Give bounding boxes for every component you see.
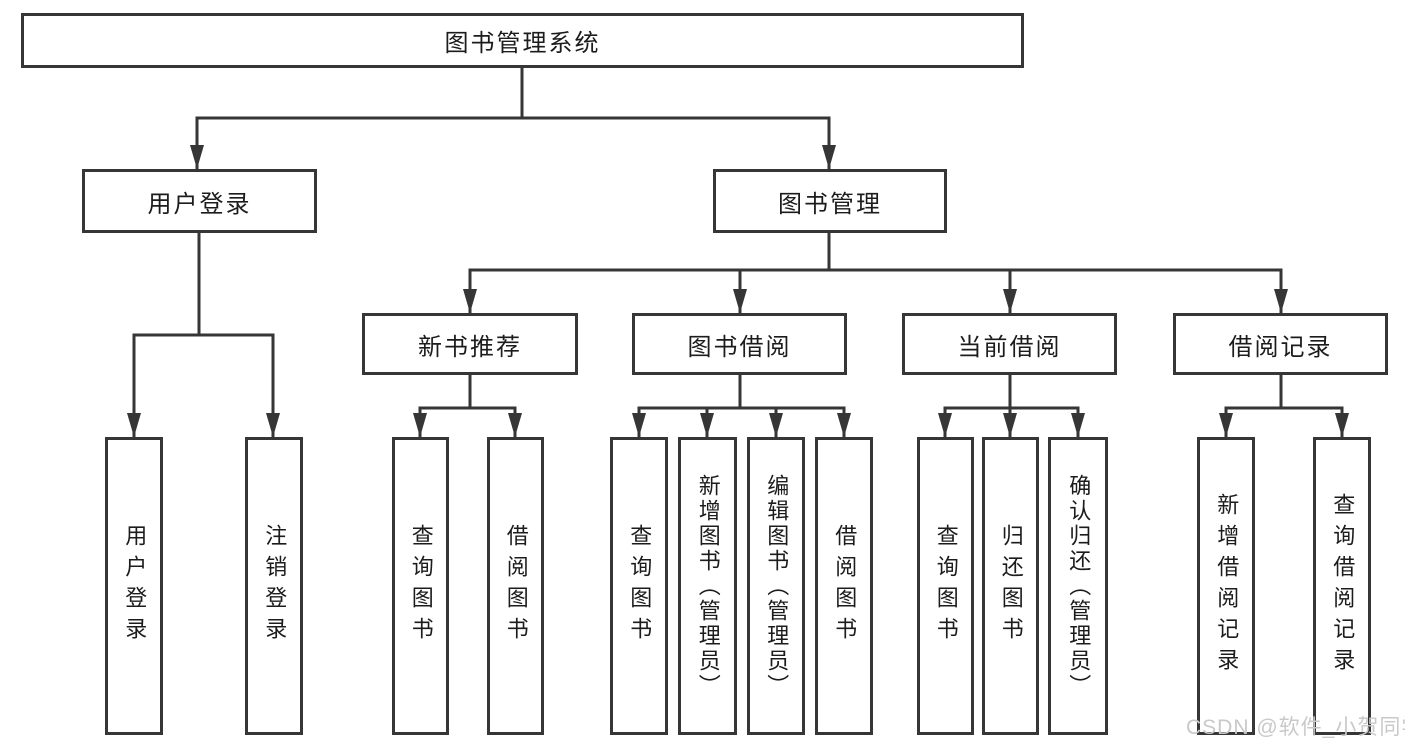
node-book-management-label: 图书管理 <box>778 190 882 218</box>
leaf-label: 新增借阅记录 <box>1214 493 1240 679</box>
leaf-add-borrow-record: 新增借阅记录 <box>1197 437 1255 735</box>
leaf-label: 查询借阅记录 <box>1330 493 1356 679</box>
leaf-logout: 注销登录 <box>245 437 303 735</box>
leaf-borrow-books-borrowing: 借阅图书 <box>815 437 873 735</box>
leaf-query-books-recommend: 查询图书 <box>392 437 449 735</box>
leaf-query-books-current: 查询图书 <box>917 437 974 735</box>
node-user-login: 用户登录 <box>82 169 317 233</box>
node-borrowing-records: 借阅记录 <box>1173 313 1388 375</box>
leaf-label: 查询图书 <box>933 524 959 648</box>
leaf-label: 查询图书 <box>627 524 653 648</box>
leaf-label: 编辑图书（管理员） <box>764 473 790 699</box>
leaf-query-borrow-record: 查询借阅记录 <box>1313 437 1371 735</box>
node-new-book-recommend: 新书推荐 <box>362 313 578 375</box>
watermark: CSDN @软件_小贺同学 <box>1186 716 1405 739</box>
node-current-borrowing-label: 当前借阅 <box>957 333 1062 361</box>
leaf-confirm-return-admin: 确认归还（管理员） <box>1048 437 1108 735</box>
node-borrowing-records-label: 借阅记录 <box>1228 333 1333 361</box>
leaf-label: 确认归还（管理员） <box>1066 473 1092 699</box>
leaf-label: 借阅图书 <box>832 524 858 648</box>
leaf-query-books-borrowing: 查询图书 <box>610 437 668 735</box>
node-user-login-label: 用户登录 <box>147 190 252 218</box>
node-book-borrowing: 图书借阅 <box>632 313 847 375</box>
leaf-label: 归还图书 <box>998 524 1024 648</box>
leaf-user-login: 用户登录 <box>105 437 163 735</box>
leaf-label: 查询图书 <box>408 524 434 648</box>
leaf-return-books: 归还图书 <box>982 437 1039 735</box>
leaf-add-books-admin: 新增图书（管理员） <box>678 437 737 735</box>
node-current-borrowing: 当前借阅 <box>902 313 1117 375</box>
leaf-label: 用户登录 <box>122 524 148 648</box>
node-book-borrowing-label: 图书借阅 <box>687 333 792 361</box>
node-library-system: 图书管理系统 <box>21 13 1024 68</box>
leaf-edit-books-admin: 编辑图书（管理员） <box>747 437 805 735</box>
leaf-label: 借阅图书 <box>503 524 529 648</box>
connector-rails <box>132 66 1344 410</box>
node-library-system-label: 图书管理系统 <box>444 30 601 57</box>
node-new-book-recommend-label: 新书推荐 <box>418 333 522 361</box>
leaf-label: 新增图书（管理员） <box>695 473 721 699</box>
leaf-label: 注销登录 <box>262 524 288 648</box>
leaf-borrow-books-recommend: 借阅图书 <box>487 437 544 735</box>
node-book-management: 图书管理 <box>713 169 947 233</box>
